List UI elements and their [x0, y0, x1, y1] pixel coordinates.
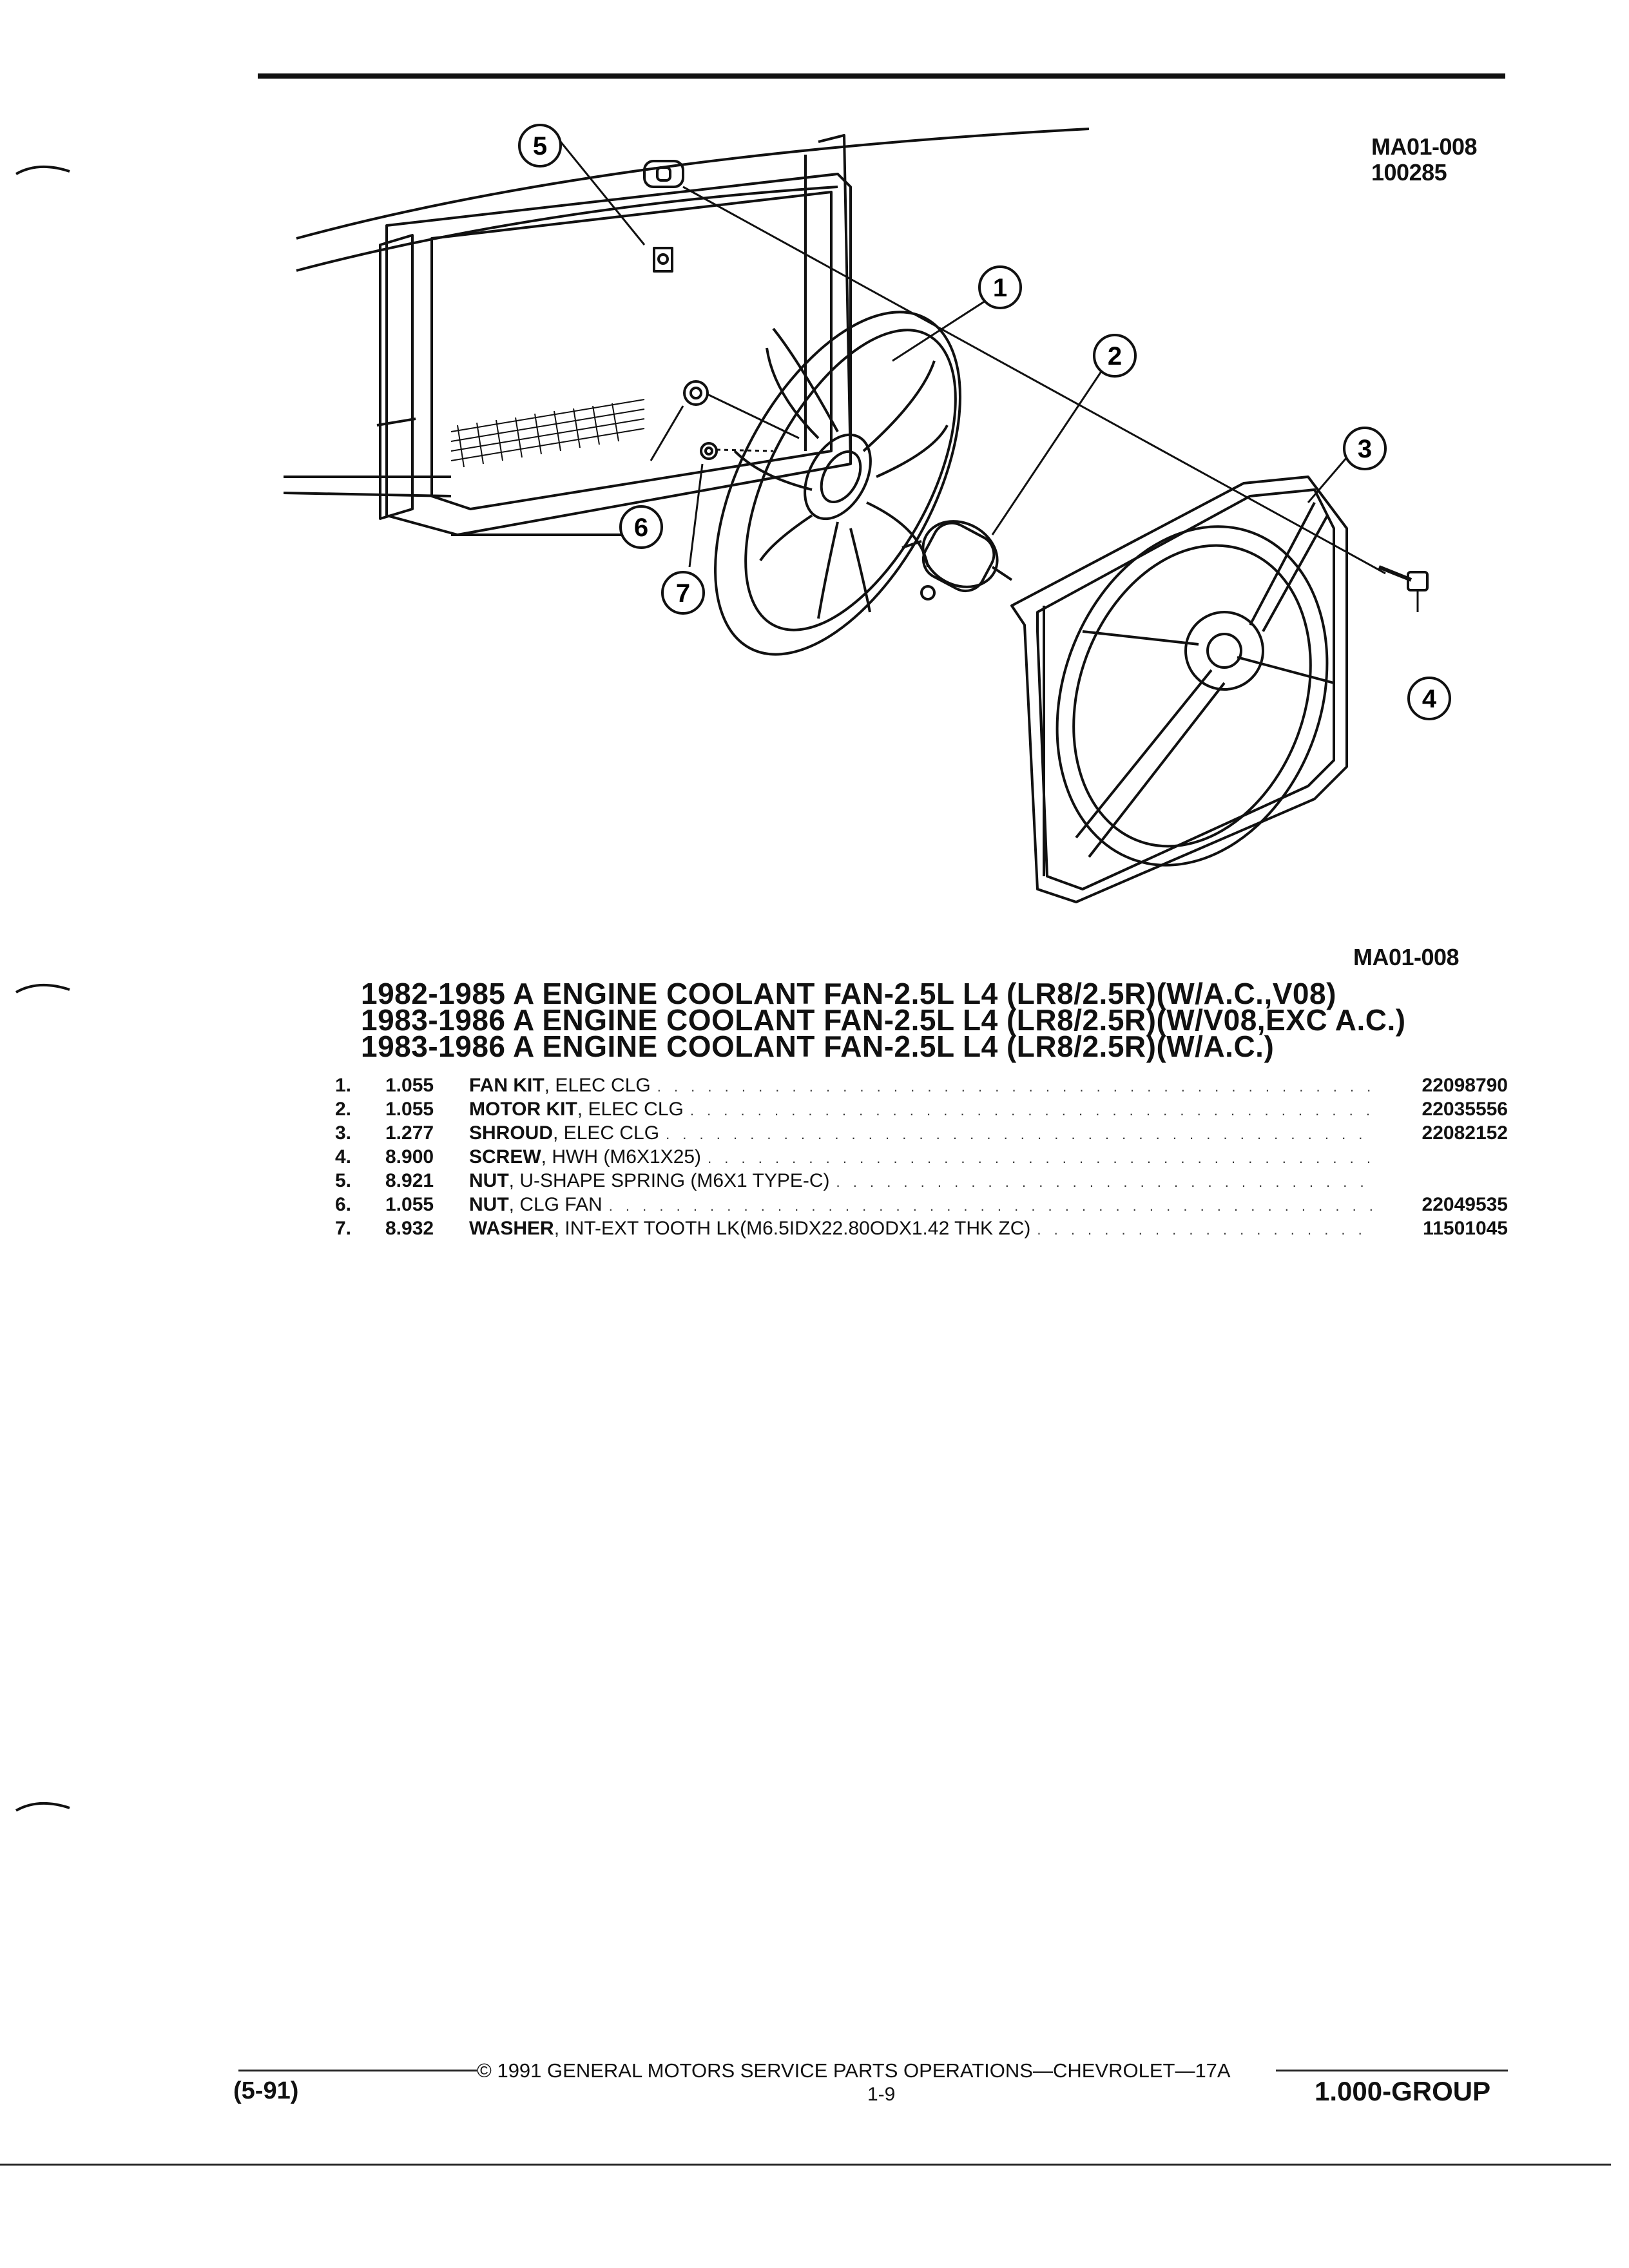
exploded-view-diagram: 1 2 3 4 5 6 7	[284, 124, 1451, 903]
svg-text:5: 5	[533, 132, 547, 160]
dot-leader: . . . . . . . . . . . . . . . . . . . . …	[608, 1198, 1373, 1214]
callout-3: 3	[1343, 427, 1387, 470]
dot-leader: . . . . . . . . . . . . . . . . . . . . …	[1037, 1222, 1373, 1238]
item-number: 6.	[335, 1194, 352, 1215]
part-number: 22035556	[1422, 1099, 1508, 1120]
application-title: 1983-1986 A ENGINE COOLANT FAN-2.5L L4 (…	[361, 1030, 1275, 1063]
parts-row: 4. 8.900 SCREW , HWH (M6X1X25) . . . . .…	[335, 1146, 1508, 1170]
callout-1: 1	[978, 265, 1022, 309]
parts-row: 6. 1.055 NUT , CLG FAN . . . . . . . . .…	[335, 1194, 1508, 1218]
part-description: , CLG FAN	[508, 1194, 602, 1215]
parts-row: 5. 8.921 NUT , U-SHAPE SPRING (M6X1 TYPE…	[335, 1170, 1508, 1194]
parts-row: 2. 1.055 MOTOR KIT , ELEC CLG . . . . . …	[335, 1099, 1508, 1122]
part-number: 11501045	[1423, 1218, 1508, 1239]
item-number: 4.	[335, 1146, 352, 1168]
callout-4: 4	[1407, 677, 1451, 720]
callout-7: 7	[661, 571, 705, 615]
part-description: , ELEC CLG	[577, 1099, 684, 1120]
group-number: 1.055	[385, 1194, 434, 1215]
margin-mark-icon	[15, 165, 70, 175]
bottom-rule	[0, 2164, 1611, 2166]
footer-date-code: (5-91)	[233, 2077, 299, 2104]
svg-text:3: 3	[1358, 435, 1372, 463]
ref-date: 100285	[1371, 159, 1447, 186]
callout-2: 2	[1093, 334, 1137, 378]
part-number: 22082152	[1422, 1122, 1508, 1144]
group-number: 8.932	[385, 1218, 434, 1239]
application-title: 1983-1986 A ENGINE COOLANT FAN-2.5L L4 (…	[361, 1003, 1406, 1037]
item-number: 3.	[335, 1122, 352, 1144]
group-number: 8.921	[385, 1170, 434, 1191]
parts-row: 7. 8.932 WASHER , INT-EXT TOOTH LK(M6.5I…	[335, 1218, 1508, 1242]
footer-copyright: © 1991 GENERAL MOTORS SERVICE PARTS OPER…	[477, 2059, 1231, 2082]
part-name: SCREW	[469, 1146, 541, 1168]
footer-rule	[1276, 2070, 1508, 2071]
item-number: 7.	[335, 1218, 352, 1239]
part-description: , ELEC CLG	[544, 1075, 651, 1096]
footer-group: 1.000-GROUP	[1315, 2076, 1491, 2106]
top-rule	[258, 73, 1505, 79]
application-title: 1982-1985 A ENGINE COOLANT FAN-2.5L L4 (…	[361, 977, 1336, 1010]
svg-text:7: 7	[676, 579, 690, 608]
svg-text:6: 6	[634, 514, 648, 542]
diagram-ref-label: MA01-008	[1353, 944, 1460, 970]
group-number: 1.055	[385, 1099, 434, 1120]
item-number: 5.	[335, 1170, 352, 1191]
svg-text:1: 1	[993, 274, 1007, 302]
group-number: 1.055	[385, 1075, 434, 1096]
svg-text:2: 2	[1108, 342, 1122, 370]
parts-row: 1. 1.055 FAN KIT , ELEC CLG . . . . . . …	[335, 1075, 1508, 1099]
part-description: , ELEC CLG	[553, 1122, 660, 1144]
callout-6: 6	[619, 505, 663, 549]
part-name: NUT	[469, 1194, 509, 1215]
dot-leader: . . . . . . . . . . . . . . . . . . . . …	[657, 1079, 1373, 1095]
part-description: , U-SHAPE SPRING (M6X1 TYPE-C)	[508, 1170, 830, 1191]
part-name: FAN KIT	[469, 1075, 545, 1096]
part-name: NUT	[469, 1170, 509, 1191]
part-number: 22049535	[1422, 1194, 1508, 1215]
item-number: 1.	[335, 1075, 352, 1096]
part-description: , INT-EXT TOOTH LK(M6.5IDX22.80ODX1.42 T…	[554, 1218, 1031, 1239]
part-name: WASHER	[469, 1218, 554, 1239]
application-titles: 1982-1985 A ENGINE COOLANT FAN-2.5L L4 (…	[361, 977, 1521, 1063]
dot-leader: . . . . . . . . . . . . . . . . . . . . …	[708, 1150, 1373, 1166]
footer-rule	[238, 2070, 477, 2071]
part-description: , HWH (M6X1X25)	[541, 1146, 702, 1168]
callout-5: 5	[518, 124, 562, 168]
svg-text:4: 4	[1422, 685, 1437, 713]
margin-mark-icon	[15, 1802, 70, 1812]
parts-row: 3. 1.277 SHROUD , ELEC CLG . . . . . . .…	[335, 1122, 1508, 1146]
dot-leader: . . . . . . . . . . . . . . . . . . . . …	[689, 1102, 1373, 1119]
part-name: MOTOR KIT	[469, 1099, 577, 1120]
group-number: 8.900	[385, 1146, 434, 1168]
footer-page-number: 1-9	[867, 2084, 896, 2105]
part-number: 22098790	[1422, 1075, 1508, 1096]
dot-leader: . . . . . . . . . . . . . . . . . . . . …	[666, 1126, 1373, 1142]
margin-mark-icon	[15, 983, 70, 994]
dot-leader: . . . . . . . . . . . . . . . . . . . . …	[836, 1174, 1373, 1190]
part-name: SHROUD	[469, 1122, 554, 1144]
parts-list: 1. 1.055 FAN KIT , ELEC CLG . . . . . . …	[335, 1075, 1508, 1242]
item-number: 2.	[335, 1099, 352, 1120]
group-number: 1.277	[385, 1122, 434, 1144]
ref-code: MA01-008	[1371, 133, 1478, 160]
